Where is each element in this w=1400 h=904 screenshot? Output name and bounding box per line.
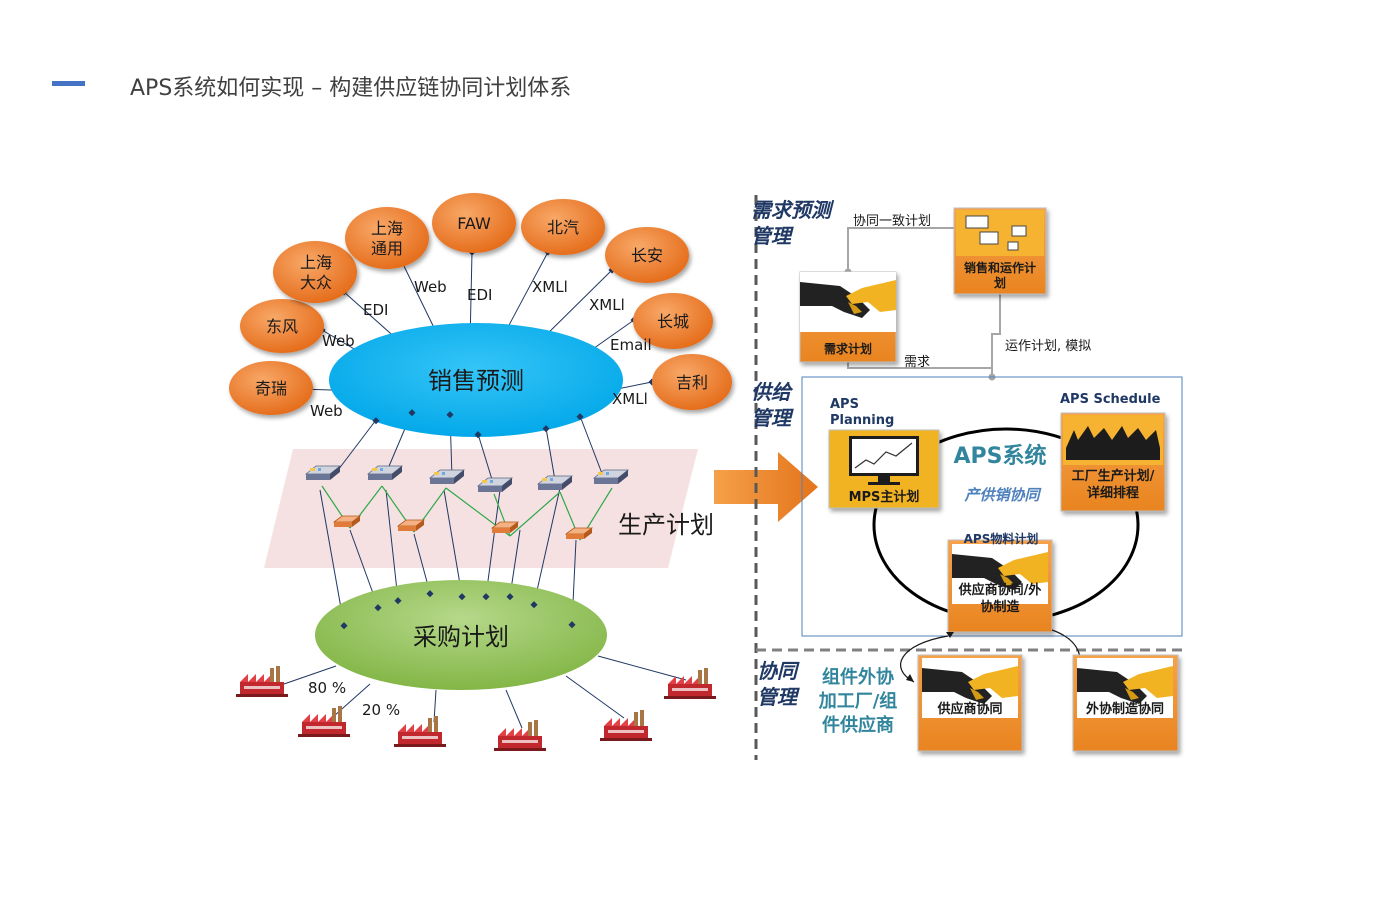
- demand-label: 需求: [904, 355, 930, 370]
- aps-system-label: APS系统: [954, 443, 1047, 469]
- channel-label: Email: [610, 336, 652, 354]
- supply-frame: [801, 376, 1183, 637]
- sop-label-line2: 划: [994, 275, 1006, 290]
- supplier-collab-box: [947, 539, 1053, 633]
- purchase-nodes: [340, 590, 576, 630]
- factory-plan-box: [1060, 412, 1166, 512]
- sales-forecast-label: 销售预测: [428, 367, 524, 395]
- customer-nodes: 奇瑞 东风 上海 大众 上海 通用 FAW 北汽 长安 长城 吉利: [229, 193, 732, 415]
- flow-arrow: [714, 452, 818, 522]
- component-label-line2: 加工厂/组: [818, 690, 898, 712]
- customer-geely: [652, 354, 732, 410]
- aps-schedule-label: APS Schedule: [1060, 392, 1161, 407]
- customer-baic: [521, 199, 605, 255]
- factory-plan-line1: 工厂生产计划/: [1072, 468, 1155, 484]
- section-collab-line2: 管理: [757, 685, 800, 709]
- channel-label: XMLl: [532, 278, 568, 296]
- customer-great-wall: [633, 293, 713, 349]
- customer-shanghai-gm: [345, 207, 429, 269]
- demand-plan-box: [799, 271, 897, 363]
- arrow-head: [946, 632, 954, 638]
- channel-label: Web: [310, 402, 343, 420]
- channel-label: Web: [322, 332, 355, 350]
- mps-label: MPS主计划: [849, 489, 920, 505]
- customer-dongfeng: [240, 299, 324, 353]
- supplier-collab-line1: 供应商协同/外: [958, 582, 1042, 598]
- consensus-plan-label: 协同一致计划: [853, 214, 931, 229]
- customer-label-line1: 上海: [371, 219, 403, 238]
- supplier-box-label: 供应商协同: [936, 701, 1002, 717]
- sop-label-line1: 销售和运作计: [964, 260, 1036, 275]
- customer-label: FAW: [457, 214, 491, 233]
- page-title: APS系统如何实现 – 构建供应链协同计划体系: [130, 76, 572, 101]
- supplier-lines: [283, 655, 687, 729]
- component-label-line3: 件供应商: [822, 714, 894, 736]
- customer-label: 北汽: [547, 218, 579, 237]
- channel-labels: Web Web EDI Web EDI XMLl XMLl Email XMLl: [310, 278, 652, 420]
- sop-box: [953, 207, 1047, 295]
- aps-material-label: APS物料计划: [964, 531, 1039, 546]
- section-collab-line1: 协同: [757, 659, 800, 683]
- section-demand-line2: 管理: [751, 224, 794, 248]
- channel-label: XMLl: [589, 296, 625, 314]
- pct-80-label: 80 %: [308, 679, 346, 697]
- customer-label: 长城: [657, 312, 689, 331]
- aps-planning-line2: Planning: [830, 413, 894, 428]
- demand-connectors: [847, 227, 1001, 377]
- arrow-head: [906, 674, 914, 682]
- aps-planning-line1: APS: [830, 397, 859, 412]
- section-labels: 需求预测 管理 供给 管理 协同 管理: [751, 198, 835, 709]
- supplier-collab-line2: 协制造: [980, 599, 1020, 615]
- factory-plan-line2: 详细排程: [1087, 485, 1139, 501]
- channel-label: EDI: [467, 286, 492, 304]
- customer-chery: [229, 361, 313, 415]
- component-label-line1: 组件外协: [822, 666, 894, 688]
- supplier-box: [917, 654, 1023, 752]
- customer-label: 东风: [266, 317, 298, 336]
- customer-label-line2: 大众: [300, 273, 332, 292]
- section-supply-line2: 管理: [751, 406, 794, 430]
- customer-changan: [605, 227, 689, 283]
- ops-plan-label: 运作计划, 模拟: [1005, 339, 1091, 354]
- customer-label: 长安: [631, 246, 663, 265]
- demand-plan-label: 需求计划: [824, 341, 872, 356]
- customer-label: 吉利: [676, 373, 708, 392]
- pct-20-label: 20 %: [362, 701, 400, 719]
- mps-box: [828, 429, 940, 509]
- section-demand-line1: 需求预测: [751, 198, 835, 222]
- outsource-box-label: 外协制造协同: [1085, 701, 1164, 717]
- customer-label-line1: 上海: [300, 253, 332, 272]
- customer-faw: [432, 193, 516, 253]
- channel-label: EDI: [363, 301, 388, 319]
- customer-label-line2: 通用: [371, 239, 403, 258]
- aps-sub-label: 产供销协同: [963, 486, 1042, 504]
- section-supply-line1: 供给: [751, 380, 794, 404]
- production-plan-label: 生产计划: [618, 511, 714, 539]
- channel-label: XMLl: [612, 390, 648, 408]
- title-accent-bar: [52, 81, 85, 86]
- customer-label: 奇瑞: [255, 379, 287, 398]
- customer-shanghai-vw: [273, 241, 357, 303]
- purchase-plan-label: 采购计划: [413, 623, 509, 651]
- outsource-box: [1072, 654, 1179, 752]
- channel-label: Web: [414, 278, 447, 296]
- sales-forecast-ellipse: [329, 323, 623, 437]
- forecast-nodes: [372, 409, 584, 439]
